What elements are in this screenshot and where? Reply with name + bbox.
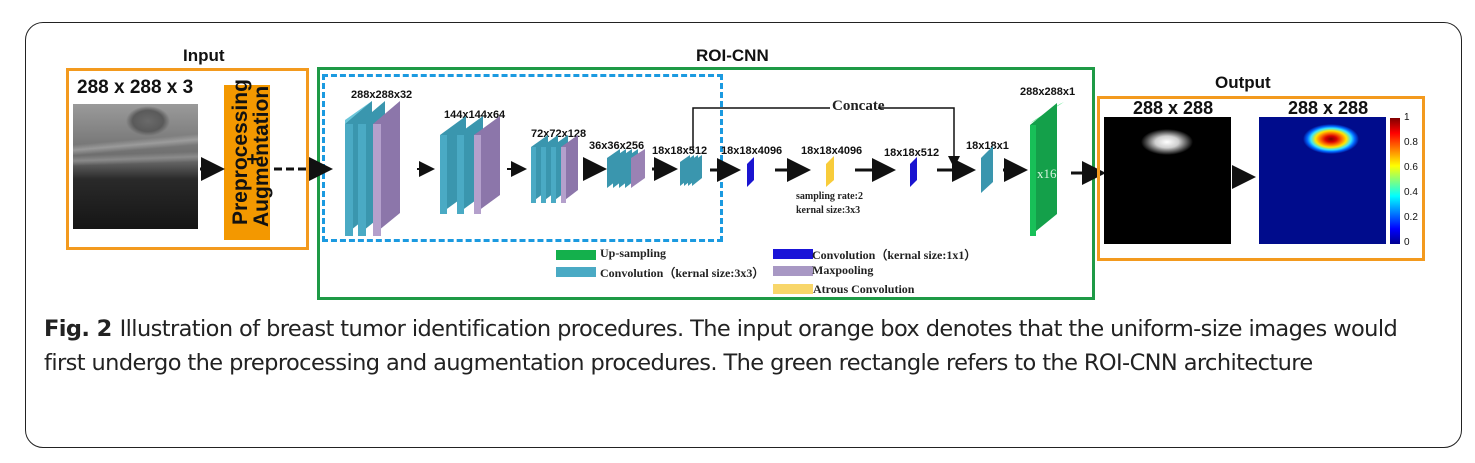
legend-label: Convolution（kernal size:1x1） — [812, 248, 977, 262]
probability-map-grayscale — [1104, 117, 1231, 244]
output-title: Output — [1215, 73, 1271, 92]
flow-arrows — [200, 157, 1256, 189]
roicnn-title: ROI-CNN — [696, 46, 769, 65]
layer-label: 72x72x128 — [531, 128, 587, 140]
colorbar-tick: 0.4 — [1404, 187, 1418, 198]
conv1x1-layer — [747, 157, 754, 187]
colorbar — [1390, 118, 1400, 244]
atrous-note-kernel: kernal size:3x3 — [796, 205, 861, 216]
legend-swatch-maxpool — [773, 266, 813, 276]
maxpool-layer — [631, 149, 645, 188]
legend-swatch-conv3x3 — [556, 267, 596, 277]
output-right-size-label: 288 x 288 — [1288, 98, 1369, 118]
legend-swatch-conv1x1 — [773, 249, 813, 259]
output-left-size-label: 288 x 288 — [1133, 98, 1214, 118]
concat-label: Concate — [832, 98, 885, 114]
figure-label: Fig. 2 — [44, 316, 112, 342]
conv3x3-layer — [680, 155, 702, 186]
layer-label: 288x288x32 — [351, 89, 413, 101]
legend-swatch-upsampling — [556, 250, 596, 260]
input-title: Input — [183, 46, 225, 65]
colorbar-tick: 0.2 — [1404, 212, 1418, 223]
atrous-conv-layer — [826, 156, 834, 187]
colorbar-tick: 0 — [1404, 237, 1410, 248]
maxpool-layer — [373, 101, 400, 236]
layer-label: 36x36x256 — [589, 140, 645, 152]
colorbar-tick: 0.8 — [1404, 137, 1418, 148]
input-box — [66, 68, 309, 250]
upsampling-layer — [1030, 102, 1064, 236]
colorbar-tick: 0.6 — [1404, 162, 1418, 173]
legend-label: Convolution（kernal size:3x3） — [600, 266, 765, 280]
legend-label: Maxpooling — [812, 263, 874, 277]
legend-swatch-atrous — [773, 284, 813, 294]
input-size-label: 288 x 288 x 3 — [77, 77, 194, 98]
probability-heatmap — [1259, 117, 1386, 244]
layer-label: 288x288x1 — [1020, 86, 1076, 98]
legend-label: Up-sampling — [600, 246, 667, 260]
output-box — [1097, 96, 1425, 261]
figure-frame — [25, 22, 1462, 448]
colorbar-tick: 1 — [1404, 112, 1410, 123]
preprocessing-augmentation-block — [224, 85, 270, 240]
atrous-note-rate: sampling rate:2 — [796, 191, 863, 202]
layer-label: 18x18x4096 — [721, 145, 783, 157]
maxpool-layer — [474, 116, 500, 214]
breast-ultrasound-image — [73, 104, 198, 229]
layer-label: 18x18x1 — [966, 140, 1009, 152]
legend-label: Atrous Convolution — [813, 282, 915, 296]
conv1x1-layer — [910, 157, 917, 187]
concat-connector — [692, 107, 830, 151]
layer-label: 18x18x512 — [884, 147, 940, 159]
conv3x3-layer — [981, 146, 993, 193]
layer-label: 18x18x4096 — [801, 145, 863, 157]
layer-label: 144x144x64 — [444, 109, 506, 121]
maxpool-layer — [561, 135, 578, 203]
upsampling-factor-label: x16 — [1037, 166, 1057, 181]
caption-text: Illustration of breast tumor identificat… — [44, 316, 1398, 376]
